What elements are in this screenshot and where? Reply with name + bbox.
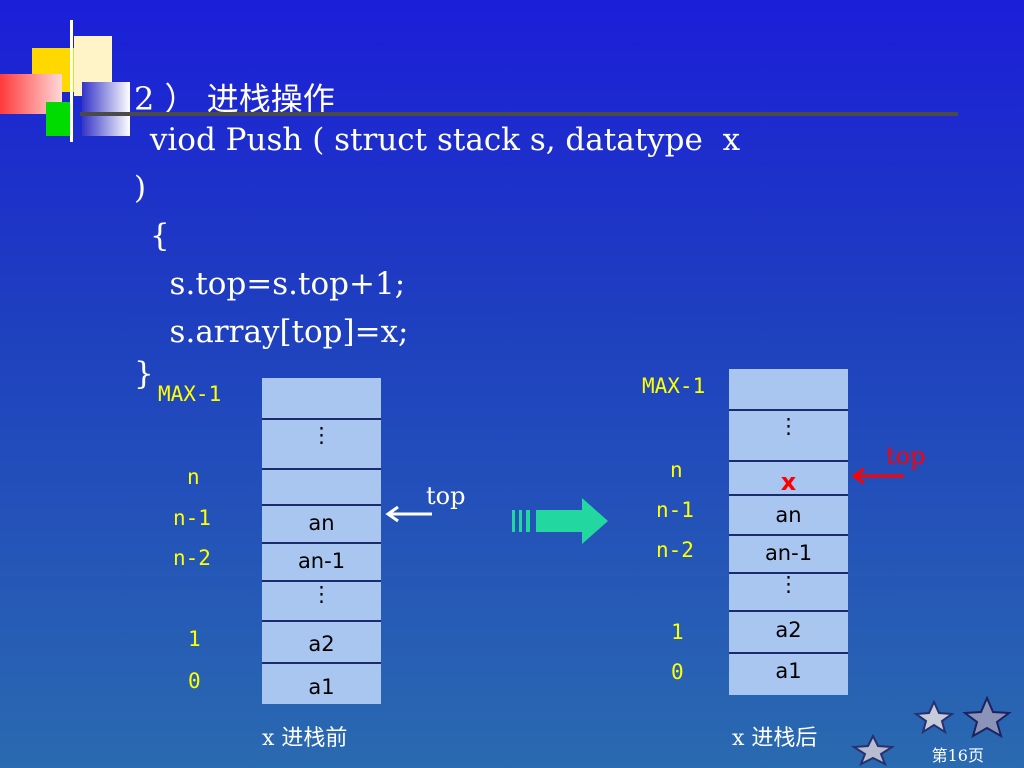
before-top-label: top bbox=[426, 482, 466, 510]
before-caption: x 进栈前 bbox=[262, 726, 348, 751]
before-top-arrow bbox=[385, 505, 432, 523]
star-icon bbox=[913, 700, 955, 734]
deco-green-square bbox=[46, 102, 72, 136]
after-label-max: MAX-1 bbox=[642, 374, 706, 398]
before-label-n-1: n-1 bbox=[173, 506, 211, 530]
after-caption: x 进栈后 bbox=[732, 726, 818, 751]
before-label-1: 1 bbox=[188, 627, 201, 651]
deco-blue-square bbox=[82, 82, 130, 136]
before-label-0: 0 bbox=[188, 669, 201, 693]
before-cell-dots-top: ⋮ bbox=[262, 418, 381, 468]
title-underline bbox=[80, 112, 958, 116]
page-number: 第16页 bbox=[931, 746, 984, 765]
after-stack: ⋮ x an an-1 ⋮ a2 a1 bbox=[729, 369, 848, 695]
after-label-1: 1 bbox=[671, 620, 684, 644]
code-line-6: } bbox=[134, 356, 154, 392]
code-line-4: s.top=s.top+1; bbox=[140, 266, 406, 302]
after-cell-a1: a1 bbox=[729, 652, 848, 695]
code-line-3: { bbox=[140, 218, 170, 254]
before-label-n: n bbox=[187, 465, 200, 489]
before-cell-dots-bottom: ⋮ bbox=[262, 580, 381, 620]
star-icon bbox=[850, 734, 896, 766]
after-cell-an-1: an-1 bbox=[729, 534, 848, 572]
before-label-max: MAX-1 bbox=[158, 382, 222, 406]
before-cell-an: an bbox=[262, 504, 381, 542]
before-cell-an-1: an-1 bbox=[262, 542, 381, 580]
after-top-label: top bbox=[886, 442, 926, 470]
after-cell-a2: a2 bbox=[729, 610, 848, 652]
after-label-n-2: n-2 bbox=[656, 538, 694, 562]
after-cell-an: an bbox=[729, 494, 848, 534]
code-line-5: s.array[top]=x; bbox=[140, 314, 409, 350]
after-label-n: n bbox=[670, 458, 683, 482]
before-cell-empty bbox=[262, 468, 381, 504]
before-cell-a2: a2 bbox=[262, 620, 381, 662]
after-top-arrow bbox=[851, 467, 904, 485]
code-line-2: ) bbox=[134, 170, 147, 206]
before-stack: ⋮ an an-1 ⋮ a2 a1 bbox=[262, 378, 381, 704]
before-label-n-2: n-2 bbox=[173, 546, 211, 570]
slide-title: 2 ） 进栈操作 bbox=[134, 80, 335, 118]
star-icon bbox=[962, 696, 1012, 738]
deco-vertical-line bbox=[70, 20, 73, 142]
code-line-1: viod Push ( struct stack s, datatype x bbox=[140, 122, 741, 158]
after-cell-x: x bbox=[729, 460, 848, 496]
after-label-n-1: n-1 bbox=[656, 498, 694, 522]
before-cell-a1: a1 bbox=[262, 662, 381, 704]
after-label-0: 0 bbox=[671, 660, 684, 684]
after-cell-dots-top: ⋮ bbox=[729, 409, 848, 460]
after-cell-dots-bottom: ⋮ bbox=[729, 572, 848, 610]
transition-arrow bbox=[512, 498, 608, 544]
